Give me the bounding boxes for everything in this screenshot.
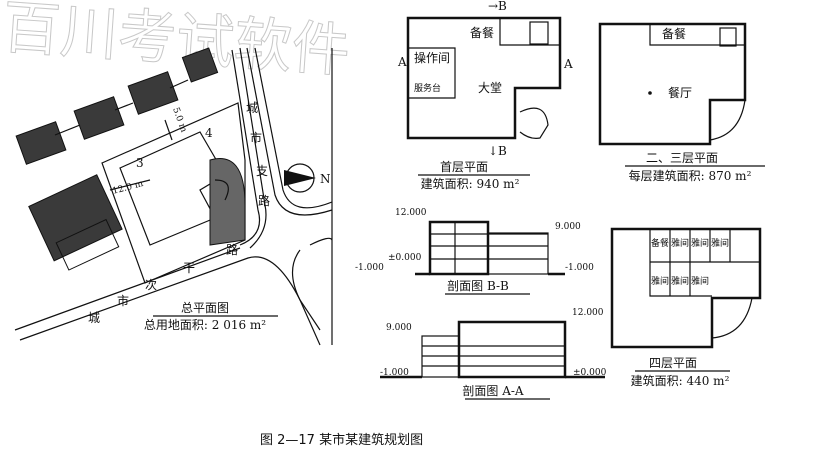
second-third-floor-plan: 备餐 餐厅 二、三层平面 每层建筑面积: 870 m² xyxy=(598,22,765,183)
elevation-label: -1.000 xyxy=(355,263,384,273)
room-private: 雅间 xyxy=(671,237,689,249)
room-private: 雅间 xyxy=(671,275,689,287)
branch-road-edge xyxy=(231,49,261,246)
elevation-label: ±0.000 xyxy=(388,253,422,263)
plaza-paving xyxy=(209,158,246,246)
main-road-edge xyxy=(14,247,241,331)
site-plan-title: 总平面图 xyxy=(181,301,229,315)
main-road-char: 干 xyxy=(183,261,195,275)
section-bb: 12.000 9.000 ±0.000 -1.000 -1.000 剖面图 B-… xyxy=(355,208,594,295)
watermark: 百川考试软件 xyxy=(0,0,352,85)
first-floor-plan: →B ↓B A A 备餐 操作间 服务台 大堂 首层平面 建筑面积: 940 m… xyxy=(397,0,573,191)
floors-low-label: 3 xyxy=(136,156,144,170)
neighbor-houses xyxy=(15,47,219,271)
section-a-marker-right: A xyxy=(563,57,573,71)
fourth-floor-plan: 备餐 雅间 雅间 雅间 雅间 雅间 雅间 四层平面 建筑面积: 440 m² xyxy=(610,227,762,388)
main-road-char: 城 xyxy=(88,311,100,325)
room-service-desk: 服务台 xyxy=(414,82,441,94)
setback-west: 12.0 m xyxy=(111,179,144,197)
section-b-marker-top: →B xyxy=(488,0,507,13)
branch-road-char: 路 xyxy=(258,193,270,208)
floors-tall-label: 4 xyxy=(205,126,213,140)
room-private: 雅间 xyxy=(691,275,709,287)
room-private: 雅间 xyxy=(651,275,669,287)
branch-road-char: 城 xyxy=(246,101,258,115)
proposed-building xyxy=(119,131,226,246)
second-third-floor-title: 二、三层平面 xyxy=(646,151,718,165)
section-b-marker-bottom: ↓B xyxy=(488,144,507,158)
section-bb-title: 剖面图 B-B xyxy=(447,279,509,293)
site-area: 总用地面积: 2 016 m² xyxy=(144,318,266,332)
room-lobby: 大堂 xyxy=(478,81,502,95)
elevation-label: 12.000 xyxy=(572,308,604,318)
fourth-floor-title: 四层平面 xyxy=(649,356,697,370)
site-plan: 4 3 5.0 m 12.0 m 城 市 支 路 城 市 次 干 路 N 总平面… xyxy=(14,47,333,346)
elevation-label: -1.000 xyxy=(380,368,409,378)
elevation-label: ±0.000 xyxy=(573,368,607,378)
main-road-char: 次 xyxy=(145,278,157,292)
north-compass-icon xyxy=(284,163,316,193)
first-floor-title: 首层平面 xyxy=(440,160,488,174)
section-a-marker-left: A xyxy=(397,55,407,69)
second-third-floor-area: 每层建筑面积: 870 m² xyxy=(629,168,752,183)
first-floor-area: 建筑面积: 940 m² xyxy=(421,176,520,191)
main-road-char: 路 xyxy=(226,242,238,257)
room-prep: 备餐 xyxy=(662,26,686,41)
room-prep: 备餐 xyxy=(651,237,669,249)
figure-caption: 图 2—17 某市某建筑规划图 xyxy=(260,432,423,448)
main-road-char: 市 xyxy=(117,293,129,308)
elevation-label: 12.000 xyxy=(395,208,427,218)
room-kitchen: 操作间 xyxy=(414,50,450,65)
elevation-label: -1.000 xyxy=(565,263,594,273)
section-aa-title: 剖面图 A-A xyxy=(462,384,524,398)
room-dining: 餐厅 xyxy=(668,85,692,100)
fourth-floor-area: 建筑面积: 440 m² xyxy=(631,373,730,388)
room-private: 雅间 xyxy=(711,237,729,249)
room-private: 雅间 xyxy=(691,237,709,249)
setback-north: 5.0 m xyxy=(170,106,188,134)
branch-road-char: 市 xyxy=(250,130,262,145)
north-label: N xyxy=(320,172,331,186)
elevation-label: 9.000 xyxy=(386,323,412,333)
branch-road-char: 支 xyxy=(256,164,268,178)
section-aa: 9.000 12.000 -1.000 ±0.000 剖面图 A-A xyxy=(380,308,607,400)
elevation-label: 9.000 xyxy=(555,222,581,232)
room-prep: 备餐 xyxy=(470,25,494,40)
